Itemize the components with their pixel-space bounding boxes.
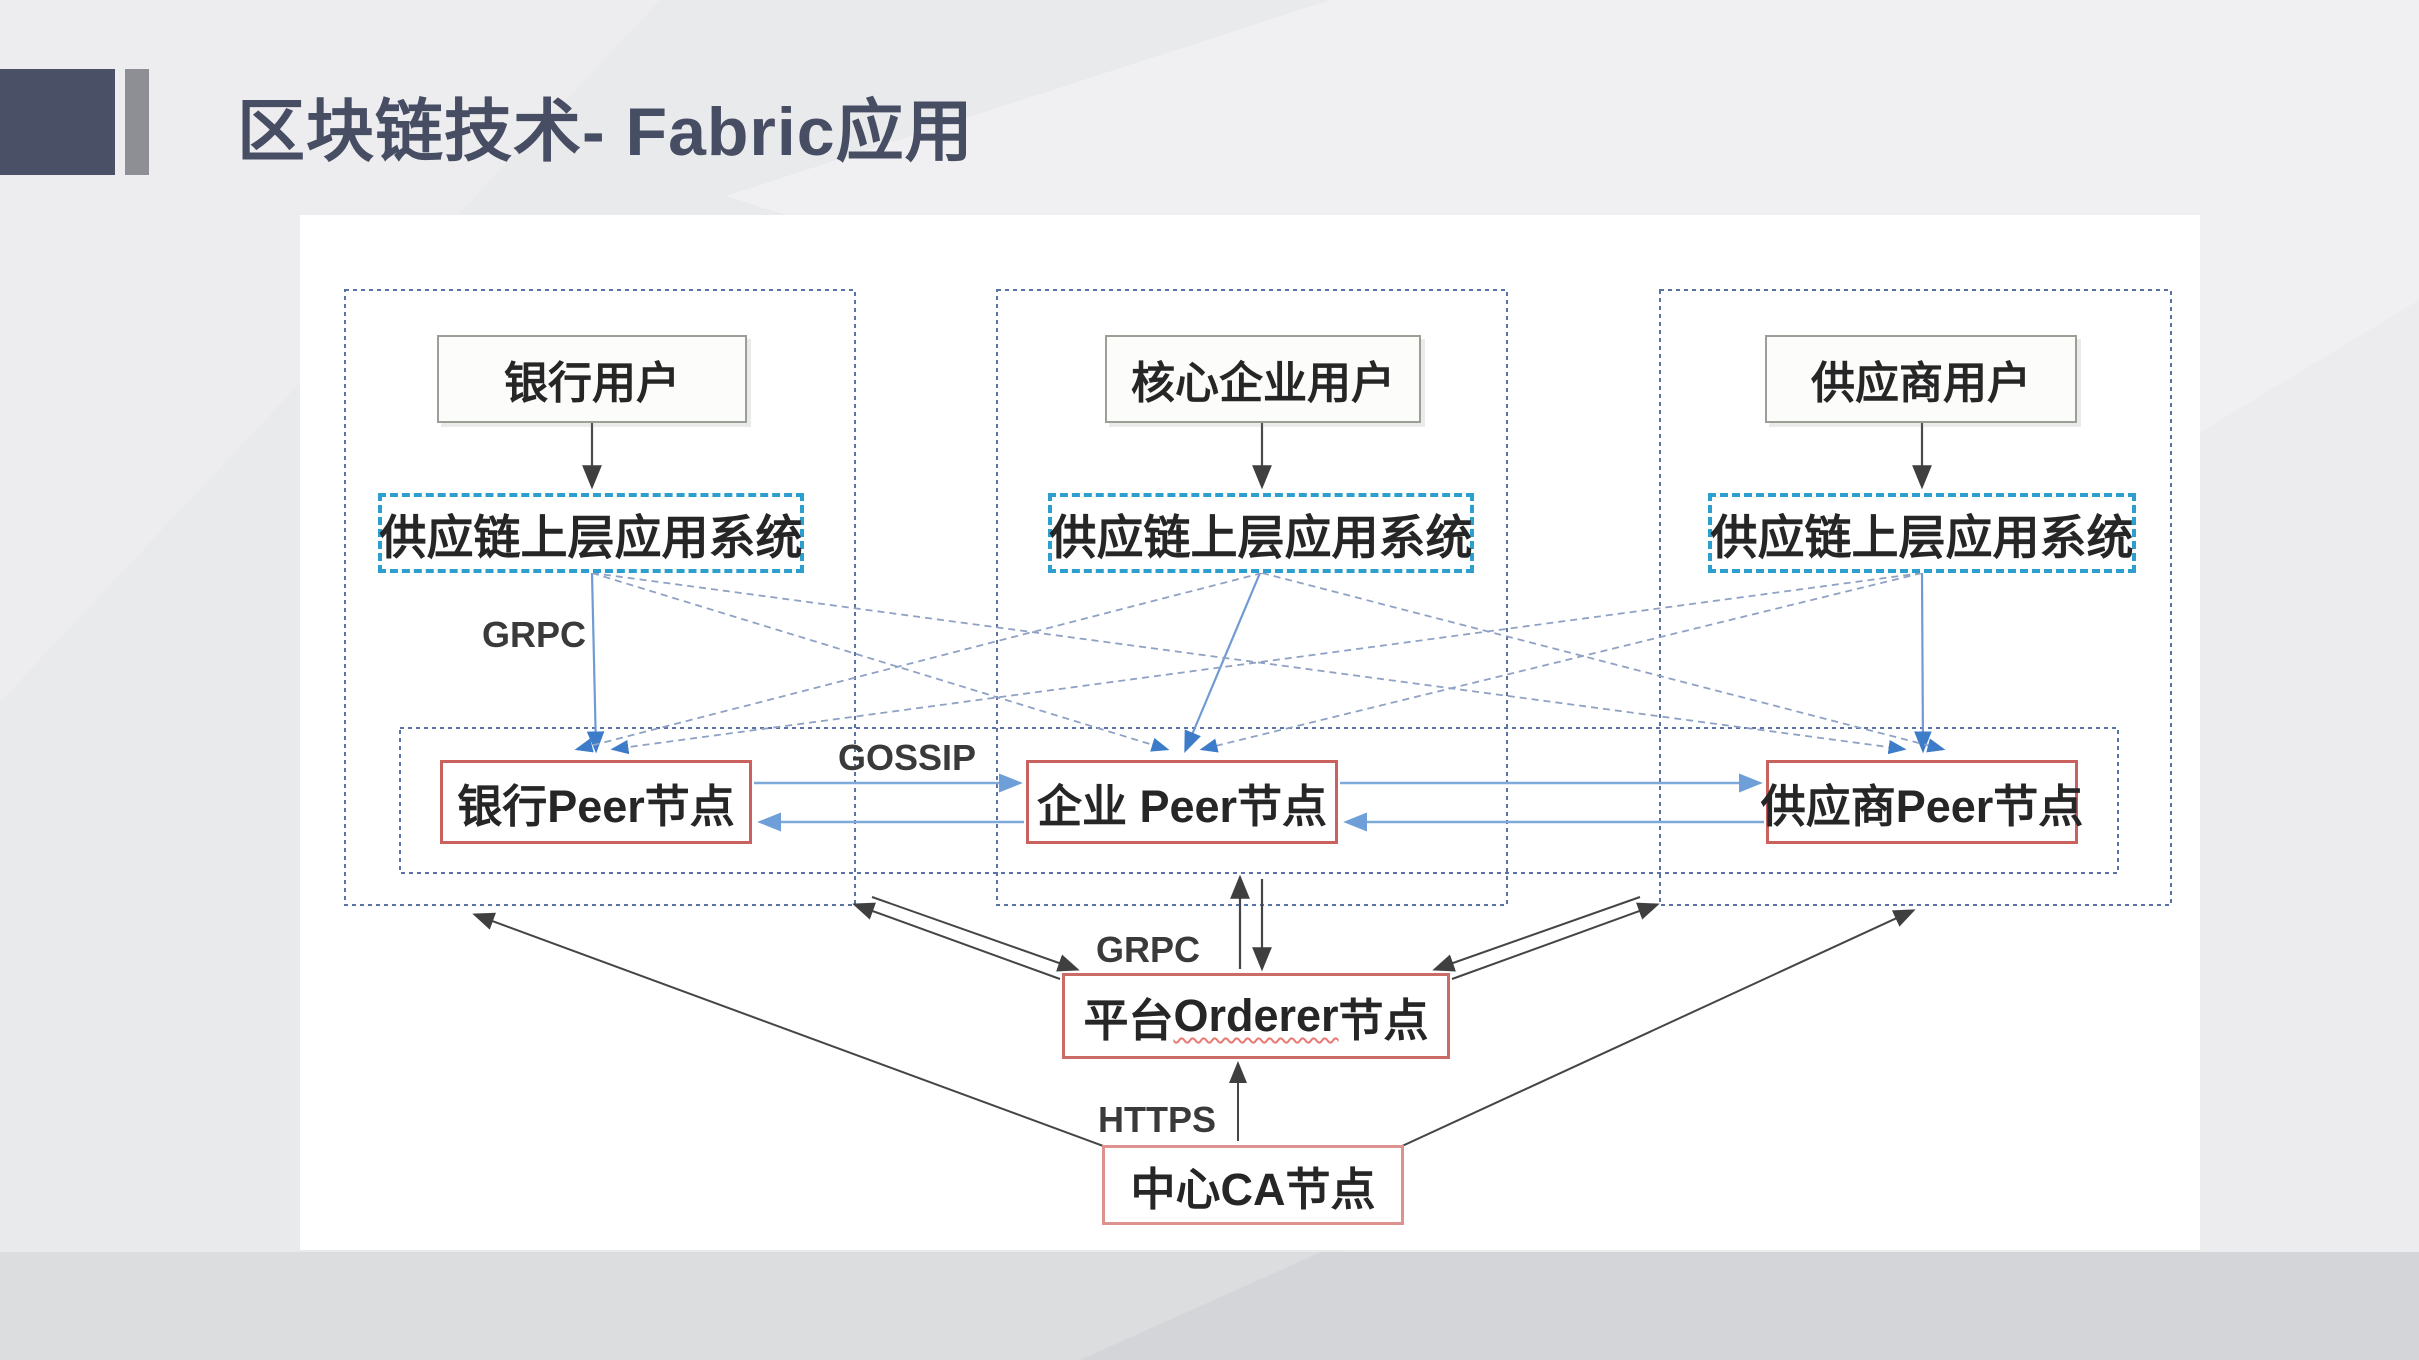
orderer-label-suffix: 节点 <box>1338 994 1429 1046</box>
peer-gossip-lines <box>754 773 1764 832</box>
title-accent-block <box>0 69 115 175</box>
node-central-ca: 中心CA节点 <box>1102 1145 1404 1225</box>
page-title: 区块链技术- Fabric应用 <box>237 94 974 170</box>
node-bank-app-system: 供应链上层应用系统 <box>378 493 804 573</box>
ca-arrows <box>472 909 1916 1148</box>
node-bank-user: 银行用户 <box>437 335 747 423</box>
peer-to-orderer-diagonal-arrows <box>852 896 1660 980</box>
node-enterprise-app-system: 供应链上层应用系统 <box>1048 493 1474 573</box>
title-accent-bar <box>125 69 149 175</box>
orderer-label-prefix: 平台 <box>1083 994 1174 1046</box>
connector-layer <box>344 289 2172 1148</box>
node-bank-peer: 银行Peer节点 <box>440 760 752 844</box>
node-core-enterprise-user: 核心企业用户 <box>1105 335 1421 423</box>
orderer-label-name: Orderer <box>1173 990 1339 1041</box>
label-https: HTTPS <box>1097 1099 1216 1140</box>
user-to-app-arrows <box>582 423 1932 490</box>
label-gossip: GOSSIP <box>837 737 977 778</box>
app-to-peer-mesh-lines <box>574 572 1946 755</box>
node-supplier-peer: 供应商Peer节点 <box>1761 760 2083 844</box>
label-grpc-top: GRPC <box>481 614 586 655</box>
node-supplier-user: 供应商用户 <box>1765 335 2077 423</box>
peer-to-orderer-grpc-arrows <box>1230 874 1272 972</box>
org-container-outlines <box>344 289 2172 906</box>
node-enterprise-peer: 企业 Peer节点 <box>1026 760 1338 844</box>
node-supplier-app-system: 供应链上层应用系统 <box>1708 493 2136 573</box>
label-grpc-bottom: GRPC <box>1095 929 1200 970</box>
diagram-panel: 银行用户 供应链上层应用系统 银行Peer节点 核心企业用户 供应链上层应用系统… <box>300 215 2200 1250</box>
app-to-peer-grpc-lines <box>586 572 1932 754</box>
background-facet <box>1080 1252 2419 1360</box>
